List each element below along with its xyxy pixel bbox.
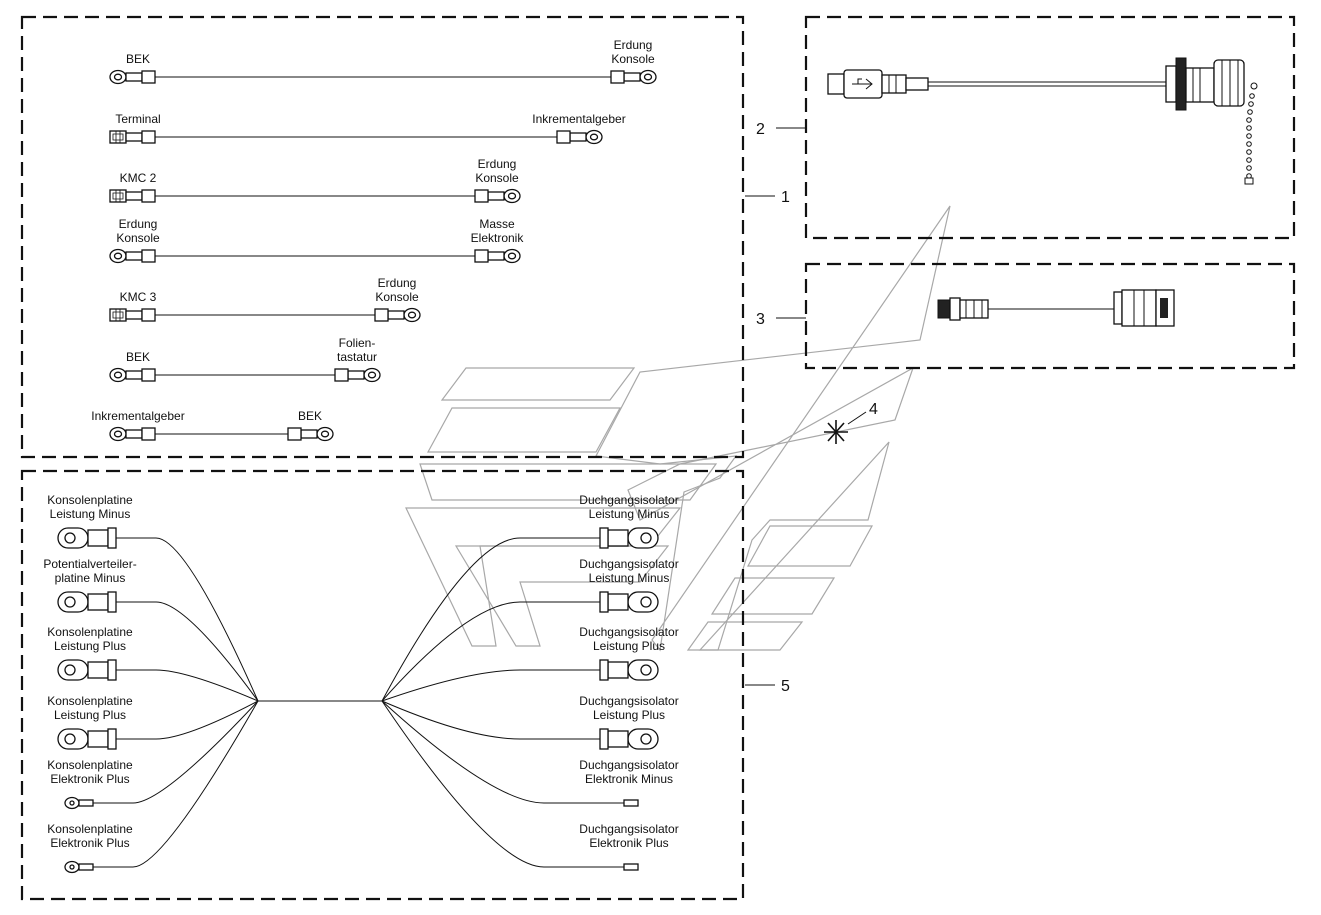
cable-2-left-label: Terminal: [115, 112, 160, 126]
ring-lug-icon: [610, 69, 657, 85]
cable-7-right-label: BEK: [298, 409, 322, 423]
ring-lug-icon: [109, 248, 156, 264]
rj-panel-socket-icon: [1113, 289, 1175, 327]
heavy-ring-lug-icon: [599, 527, 659, 549]
cable-1-left-label: BEK: [126, 52, 150, 66]
ring-lug-icon: [334, 367, 381, 383]
watermark-logo: [405, 205, 951, 652]
callouts: 1 2 3 4 5: [745, 121, 878, 695]
small-ring-lug-icon: [64, 860, 94, 874]
callout-3: 3: [756, 311, 765, 328]
cable-5-left-label: KMC 3: [120, 290, 157, 304]
flat-plug-icon: [109, 130, 156, 144]
cable-7: Inkrementalgeber BEK: [91, 409, 334, 442]
cable-7-left-label: Inkrementalgeber: [91, 409, 184, 423]
left-terminal-2-label: Potentialverteiler-platine Minus: [43, 557, 136, 585]
flat-plug-icon: [109, 308, 156, 322]
cable-3-left-label: KMC 2: [120, 171, 157, 185]
group-3-frame: [804, 262, 1296, 370]
left-terminal-2: Potentialverteiler-platine Minus: [43, 557, 259, 702]
cable-2: Terminal Inkrementalgeber: [109, 112, 626, 145]
cable-6-left-label: BEK: [126, 350, 150, 364]
usb-plug-icon: [827, 69, 929, 99]
callout-2: 2: [756, 121, 765, 138]
cable-2-right-label: Inkrementalgeber: [532, 112, 625, 126]
heavy-ring-lug-icon: [599, 591, 659, 613]
small-ring-lug-icon: [623, 799, 639, 807]
heavy-ring-lug-icon: [57, 728, 117, 750]
ring-lug-icon: [474, 188, 521, 204]
asterisk-icon: [824, 420, 848, 444]
heavy-ring-lug-icon: [57, 591, 117, 613]
heavy-ring-lug-icon: [57, 659, 117, 681]
callout-1: 1: [781, 189, 790, 206]
heavy-ring-lug-icon: [599, 659, 659, 681]
ring-lug-icon: [109, 69, 156, 85]
dust-cap-icon: [1213, 59, 1245, 107]
heavy-ring-lug-icon: [57, 527, 117, 549]
callout-4: 4: [869, 401, 878, 418]
heavy-ring-lug-icon: [599, 728, 659, 750]
small-ring-lug-icon: [64, 796, 94, 810]
group-2-frame: [804, 15, 1296, 240]
cable-6: BEK Folien-tastatur: [109, 336, 381, 383]
small-ring-lug-icon: [623, 863, 639, 871]
cable-6-right-label: Folien-tastatur: [337, 336, 377, 364]
flat-plug-icon: [109, 189, 156, 203]
rj-plug-icon: [937, 297, 989, 321]
rj-cable-assembly: [937, 289, 1175, 327]
ring-lug-icon: [556, 129, 603, 145]
group-5-frame: [20, 469, 745, 901]
ring-lug-icon: [474, 248, 521, 264]
callout-5: 5: [781, 678, 790, 695]
ring-lug-icon: [374, 307, 421, 323]
ring-lug-icon: [109, 426, 156, 442]
panel-socket-icon: [1165, 57, 1215, 111]
chain-icon: [1244, 82, 1258, 185]
ring-lug-icon: [109, 367, 156, 383]
group-1-frame: [20, 15, 745, 459]
usb-cable-assembly: [827, 57, 1258, 185]
ring-lug-icon: [287, 426, 334, 442]
